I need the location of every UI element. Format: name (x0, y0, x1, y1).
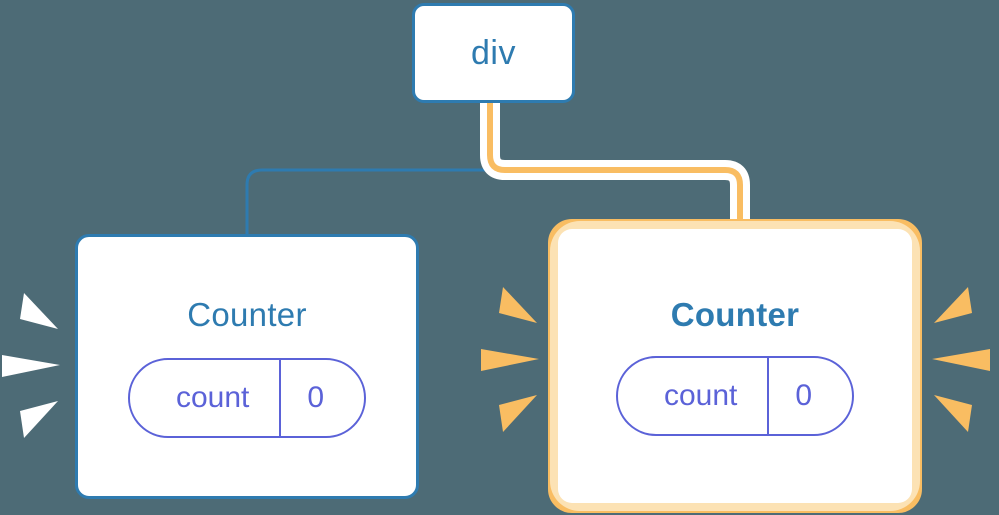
node-counter-right-label: Counter (670, 296, 800, 333)
node-counter-left-label: Counter (187, 295, 307, 333)
node-counter-right[interactable]: Counter count 0 (548, 219, 922, 513)
state-key-left: count (175, 380, 250, 414)
edge-div-to-counter-left (245, 101, 492, 236)
node-counter-left[interactable]: Counter count 0 (75, 234, 419, 499)
sparkle-burst-right-counter-right (932, 287, 990, 432)
node-counter-right-inner: Counter count 0 (558, 229, 912, 503)
sparkle-burst-left-counter (2, 293, 60, 438)
state-pill-right: count 0 (615, 356, 855, 436)
edge-div-to-counter-right (487, 100, 743, 243)
state-key-right: count (663, 379, 738, 412)
state-value-right: 0 (767, 358, 852, 434)
node-div-label: div (471, 33, 516, 72)
state-pill-left: count 0 (127, 357, 367, 438)
sparkle-burst-right-counter-left (481, 287, 539, 432)
state-value-left: 0 (279, 359, 364, 436)
node-div[interactable]: div (412, 3, 575, 103)
